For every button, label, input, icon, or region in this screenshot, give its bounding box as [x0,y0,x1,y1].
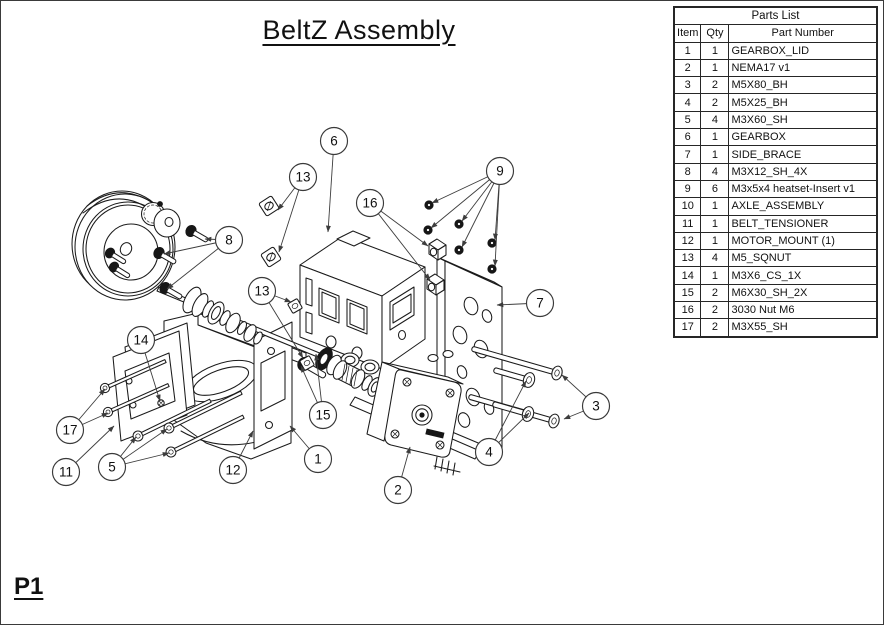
col-header-item: Item [673,24,702,43]
nema17-motor [366,361,464,476]
svg-text:17: 17 [62,423,77,438]
part-number-cell: 3030 Nut M6 [728,301,878,320]
callout-balloon-11: 11 [51,457,81,487]
drawing-title: BeltZ Assembly [262,15,456,45]
part-number-cell: BELT_TENSIONER [728,214,878,233]
drive-belt [82,192,154,214]
part-number-cell: M6X30_SH_2X [728,283,878,303]
svg-text:3: 3 [592,399,600,414]
svg-text:9: 9 [496,164,504,179]
callout-balloon-2: 2 [383,475,413,505]
part-number-cell: M3x5x4 heatset-Insert v1 [728,179,878,199]
callout-balloon-1: 1 [303,444,333,474]
belt-tensioner-bracket [112,322,196,442]
part-number-cell: M5X25_BH [728,93,878,112]
svg-text:15: 15 [315,408,330,423]
screw-m3x60 [132,390,245,458]
callout-balloon-16: 16 [355,188,385,218]
svg-text:11: 11 [59,465,73,480]
callout-balloon-8: 8 [214,225,244,255]
svg-text:7: 7 [536,296,544,311]
gearbox-body [299,230,426,375]
svg-text:12: 12 [225,463,240,478]
callout-balloon-13b: 13 [247,276,277,306]
callout-balloon-12: 12 [218,455,248,485]
callout-balloon-7: 7 [525,288,555,318]
parts-header-row: Item Qty Part Number [673,24,878,43]
m5-square-nut [258,195,315,371]
part-item-cell: 14 [673,266,702,285]
svg-text:13: 13 [295,170,310,185]
callout-balloon-15: 15 [308,400,338,430]
svg-text:16: 16 [362,196,377,211]
svg-text:14: 14 [133,333,149,348]
svg-text:2: 2 [394,483,402,498]
col-header-part-number: Part Number [728,24,878,43]
heatset-insert [423,200,497,274]
callout-balloon-9: 9 [485,156,515,186]
callout-balloon-6: 6 [319,126,349,156]
part-number-cell: AXLE_ASSEMBLY [728,197,878,216]
part-number-cell: GEARBOX [728,128,878,147]
callout-balloon-5: 5 [97,452,127,482]
screw-m3x6-cs [157,399,165,407]
callout-balloon-3: 3 [581,391,611,421]
motor-pulley [140,201,181,238]
svg-text:4: 4 [485,445,493,460]
part-item-cell: 15 [673,283,702,303]
t-slot-nut-3030 [426,238,447,296]
screw-m3x55 [99,359,170,418]
svg-text:5: 5 [108,460,116,475]
callout-balloon-17: 17 [55,415,85,445]
callout-balloon-4: 4 [474,437,504,467]
callout-balloons: 6 13 16 9 8 13 7 14 3 15 17 4 5 11 12 1 … [51,126,611,505]
svg-text:8: 8 [225,233,233,248]
callout-balloon-13: 13 [288,162,318,192]
part-item-cell: 17 [673,318,702,338]
part-number-cell: M3X55_SH [728,318,878,338]
axle-bearing-stack-left [182,286,263,345]
svg-text:1: 1 [314,452,322,467]
page-number-label: P1 [14,573,44,600]
svg-text:6: 6 [330,134,338,149]
callout-balloon-14: 14 [126,325,156,355]
svg-text:13: 13 [254,284,269,299]
